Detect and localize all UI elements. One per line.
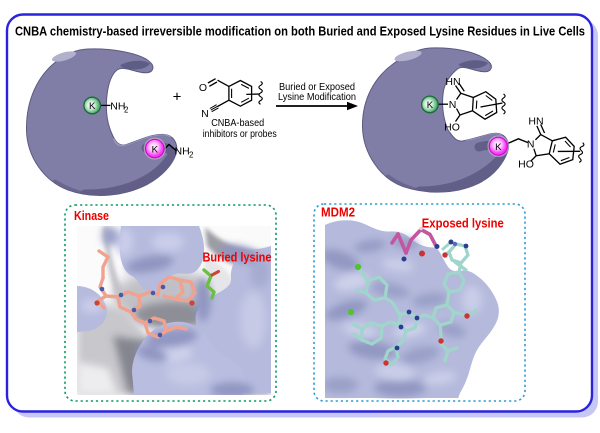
svg-text:HN: HN — [445, 76, 460, 88]
svg-text:CNBA-based: CNBA-based — [211, 117, 264, 129]
svg-text:Buried lysine: Buried lysine — [203, 251, 272, 265]
svg-text:MDM2: MDM2 — [321, 205, 355, 219]
svg-text:NH: NH — [175, 146, 190, 158]
svg-text:Buried or Exposed: Buried or Exposed — [279, 81, 355, 93]
svg-text:N: N — [449, 99, 457, 111]
svg-text:CNBA chemistry-based irreversi: CNBA chemistry-based irreversible modifi… — [15, 24, 585, 39]
svg-text:HO: HO — [444, 122, 460, 134]
svg-text:HN: HN — [528, 116, 543, 128]
svg-text:N: N — [201, 108, 209, 120]
svg-text:K: K — [495, 142, 502, 153]
svg-text:HO: HO — [518, 159, 534, 171]
svg-text:Kinase: Kinase — [74, 209, 109, 223]
svg-text:2: 2 — [189, 151, 194, 160]
svg-text:K: K — [152, 144, 159, 155]
svg-text:Exposed lysine: Exposed lysine — [422, 216, 504, 230]
svg-text:O: O — [199, 82, 207, 94]
svg-text:K: K — [89, 101, 96, 112]
svg-text:inhibitors or probes: inhibitors or probes — [203, 128, 277, 140]
svg-text:NH: NH — [110, 100, 125, 112]
svg-text:+: + — [173, 89, 182, 106]
svg-text:Lysine Modification: Lysine Modification — [278, 91, 356, 103]
svg-text:N: N — [527, 138, 535, 150]
svg-text:K: K — [427, 100, 434, 111]
svg-text:2: 2 — [124, 105, 129, 114]
